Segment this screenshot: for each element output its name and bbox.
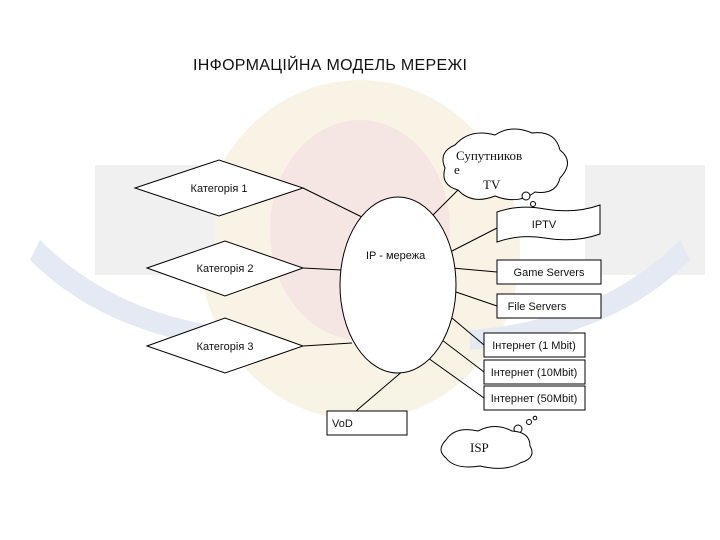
internet-50mbit-node: Інтернет (50Mbit) — [483, 385, 586, 411]
iptv-label: IPTV — [532, 219, 557, 231]
category-2-node: Категорія 2 — [145, 240, 305, 297]
iptv-node: IPTV — [496, 204, 601, 243]
link-file-servers — [455, 291, 498, 307]
internet-50mbit-label: Інтернет (50Mbit) — [491, 393, 578, 405]
link-internet-1 — [451, 317, 485, 346]
ip-network-node: IP - мережа — [339, 196, 457, 374]
satellite-label-line2: е — [454, 162, 460, 177]
link-internet-50 — [427, 357, 485, 399]
isp-cloud: ISP — [440, 415, 538, 469]
satellite-label-line1: Супутников — [456, 148, 522, 163]
category-1-node: Категорія 1 — [133, 159, 305, 217]
link-vod — [355, 369, 405, 412]
link-iptv — [451, 227, 498, 252]
satellite-tv-cloud: Супутников е TV — [442, 128, 568, 207]
connector-lines — [302, 177, 498, 412]
satellite-label-line3: TV — [483, 177, 501, 192]
vod-label: VoD — [332, 418, 353, 430]
game-servers-node: Game Servers — [496, 259, 602, 285]
internet-1mbit-node: Інтернет (1 Mbit) — [483, 332, 586, 358]
internet-10mbit-label: Інтернет (10Mbit) — [491, 367, 578, 379]
game-servers-label: Game Servers — [514, 267, 585, 279]
vod-node: VoD — [326, 410, 408, 436]
isp-label: ISP — [470, 440, 489, 455]
file-servers-node: File Servers — [496, 293, 602, 319]
internet-1mbit-label: Інтернет (1 Mbit) — [492, 340, 575, 352]
file-servers-label: File Servers — [508, 301, 567, 313]
ip-network-label: IP - мережа — [366, 250, 426, 262]
link-internet-10 — [441, 339, 485, 373]
link-game-servers — [451, 267, 498, 273]
link-category-2 — [302, 267, 343, 271]
link-category-3 — [302, 342, 353, 347]
category-3-node: Категорія 3 — [145, 317, 305, 374]
internet-10mbit-node: Інтернет (10Mbit) — [483, 359, 586, 385]
link-category-1 — [302, 187, 373, 223]
category-2-label: Категорія 2 — [197, 263, 254, 275]
page-title: ІНФОРМАЦІЙНА МОДЕЛЬ МЕРЕЖІ — [193, 57, 468, 74]
category-3-label: Категорія 3 — [197, 341, 254, 353]
category-1-label: Категорія 1 — [191, 183, 248, 195]
